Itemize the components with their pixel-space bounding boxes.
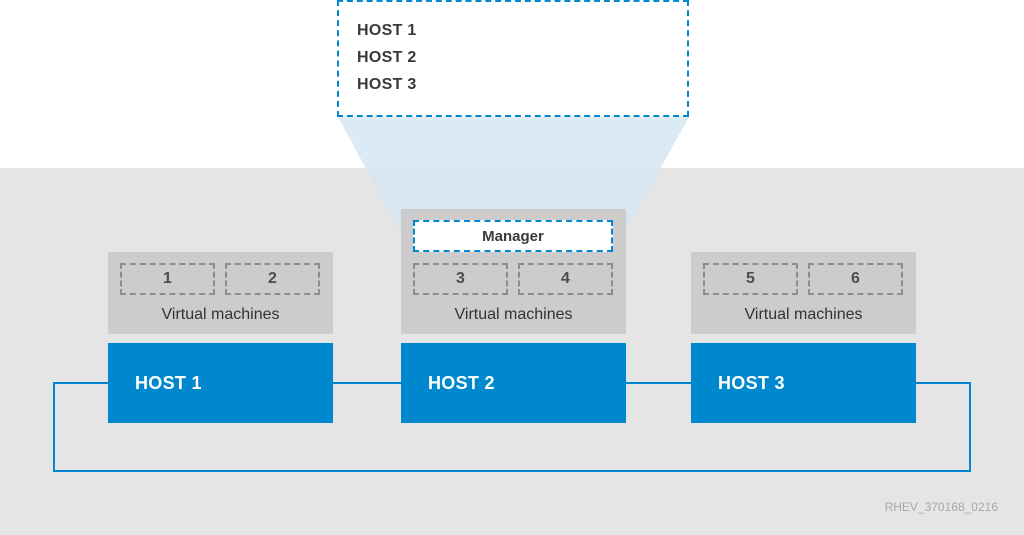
- vm-caption: Virtual machines: [454, 306, 573, 323]
- manager-box: Manager: [413, 220, 613, 252]
- link-host2-host3: [625, 382, 691, 384]
- ring-bottom: [53, 470, 971, 472]
- vm-caption: Virtual machines: [161, 306, 280, 323]
- host-3-box: HOST 3: [691, 343, 916, 423]
- host-1-box: HOST 1: [108, 343, 333, 423]
- vm-slot: 6: [808, 263, 903, 295]
- ring-right-stub: [916, 382, 971, 384]
- popup-host-2: HOST 2: [357, 49, 417, 66]
- link-host1-host2: [332, 382, 401, 384]
- vm-caption: Virtual machines: [744, 306, 863, 323]
- host-2-box: HOST 2: [401, 343, 626, 423]
- vm-slot: 4: [518, 263, 613, 295]
- vm-slot: 3: [413, 263, 508, 295]
- vm-slot: 2: [225, 263, 320, 295]
- popup-host-1: HOST 1: [357, 22, 417, 39]
- host-list-popup: HOST 1 HOST 2 HOST 3: [337, 0, 689, 117]
- ring-left-side: [53, 382, 55, 472]
- ring-left-stub: [53, 382, 108, 384]
- vm-slot: 5: [703, 263, 798, 295]
- ring-right-side: [969, 382, 971, 472]
- diagram-id-label: RHEV_370168_0216: [884, 500, 998, 514]
- vm-slot: 1: [120, 263, 215, 295]
- popup-host-3: HOST 3: [357, 76, 417, 93]
